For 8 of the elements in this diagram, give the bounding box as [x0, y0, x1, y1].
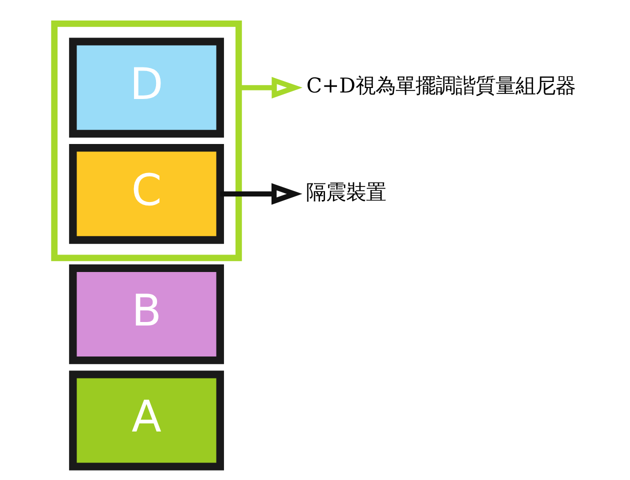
- node-box: D: [68, 38, 224, 138]
- node-box: B: [68, 264, 224, 364]
- node-text: C+D視為單擺調諧質量組尼器: [306, 74, 576, 98]
- node-text: 隔震裝置: [306, 180, 386, 204]
- cluster: [50, 20, 242, 262]
- node-box: C: [68, 144, 224, 244]
- node-box: A: [68, 370, 224, 470]
- arrow: [220, 183, 302, 205]
